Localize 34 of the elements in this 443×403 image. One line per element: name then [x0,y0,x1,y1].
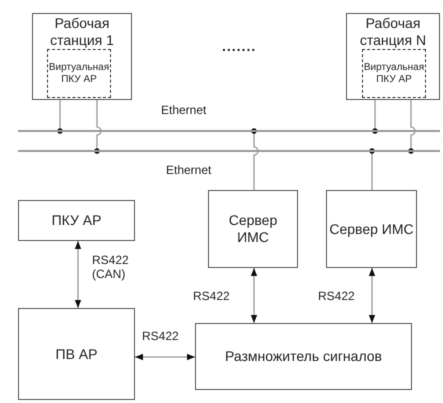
network-label: Ethernet [166,163,212,177]
block-box [32,13,132,100]
network-link [253,132,259,190]
block-label: ПКУ АР [52,212,102,229]
block-label: Рабочая станция 1 [49,15,115,49]
edge-label: RS422 [142,329,179,344]
arrow [250,268,258,323]
block-label: Рабочая станция N [358,15,428,49]
network-label: Ethernet [161,103,206,117]
block-box [18,200,135,241]
dashed-module-box [362,49,426,98]
block-label: ПВ АР [56,346,98,362]
dashed-module-box [47,49,111,98]
network-link [59,100,61,130]
network-link [410,100,416,150]
block-label: Сервер ИМС [228,212,278,246]
block-label: Размножитель сигналов [224,348,382,365]
arrow [135,354,195,360]
block-label: Виртуальная ПКУ АР [364,62,424,86]
block-box [346,13,440,100]
edge-label: RS422 [318,289,355,304]
network-link [371,152,373,190]
block-label: Сервер ИМС [329,220,414,238]
edge-label: RS422 [193,289,230,304]
arrow [368,268,376,323]
network-link [374,100,376,130]
network-link [96,100,102,150]
block-box [18,308,135,400]
block-box [208,190,298,268]
block-box [195,323,412,390]
ellipsis-label: ....... [222,38,256,54]
arrow [74,241,82,308]
block-label: Виртуальная ПКУ АР [48,62,110,86]
block-box [326,190,417,268]
